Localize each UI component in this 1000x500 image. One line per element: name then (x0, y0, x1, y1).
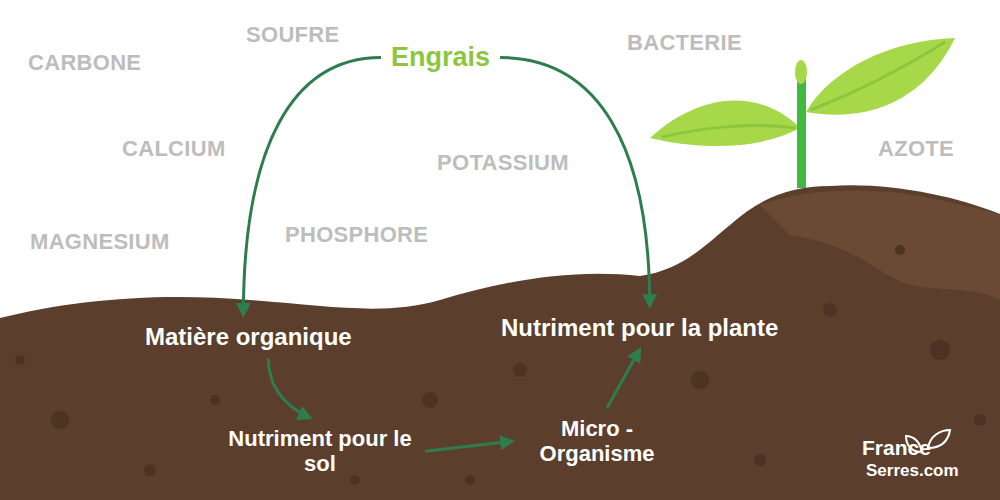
right-leaf (806, 38, 955, 115)
soil-hill-shade (760, 190, 1000, 300)
logo-text: France (862, 436, 931, 460)
element-name: SOUFRE (246, 22, 339, 48)
element-name: POTASSIUM (437, 150, 569, 176)
soil-spots (15, 245, 986, 485)
right-leaf-vein (810, 42, 945, 110)
node-text: Micro - Organisme (522, 416, 672, 467)
element-name: AZOTE (878, 136, 954, 162)
element-name: CALCIUM (122, 136, 226, 162)
soil-ground (0, 185, 1000, 500)
node-text: Engrais (391, 42, 490, 73)
left-leaf (650, 101, 800, 146)
stage-label: Matière organique (141, 321, 356, 353)
plant-stem (797, 78, 806, 188)
flow-arrow (268, 359, 310, 418)
input-label: Engrais (387, 40, 494, 75)
plant-bud (795, 60, 807, 84)
node-text: Matière organique (145, 323, 352, 351)
element-name: BACTERIE (627, 30, 742, 56)
element-name: CARBONE (28, 50, 141, 76)
flow-arrow (500, 58, 650, 306)
element-name: MAGNESIUM (30, 229, 170, 255)
plant (650, 38, 955, 188)
element-name: PHOSPHORE (285, 222, 428, 248)
flow-arrow (243, 58, 381, 315)
left-leaf-vein (662, 126, 795, 137)
flow-arrow (425, 441, 512, 451)
flow-arrow (607, 350, 640, 408)
node-text: Nutriment pour la plante (501, 314, 778, 342)
output-label: Nutriment pour la plante (497, 312, 782, 344)
node-text: Nutriment pour le sol (225, 426, 415, 477)
logo-text: Serres.com (866, 461, 959, 481)
stage-label: Micro - Organisme (518, 414, 676, 469)
stage-label: Nutriment pour le sol (221, 424, 419, 479)
